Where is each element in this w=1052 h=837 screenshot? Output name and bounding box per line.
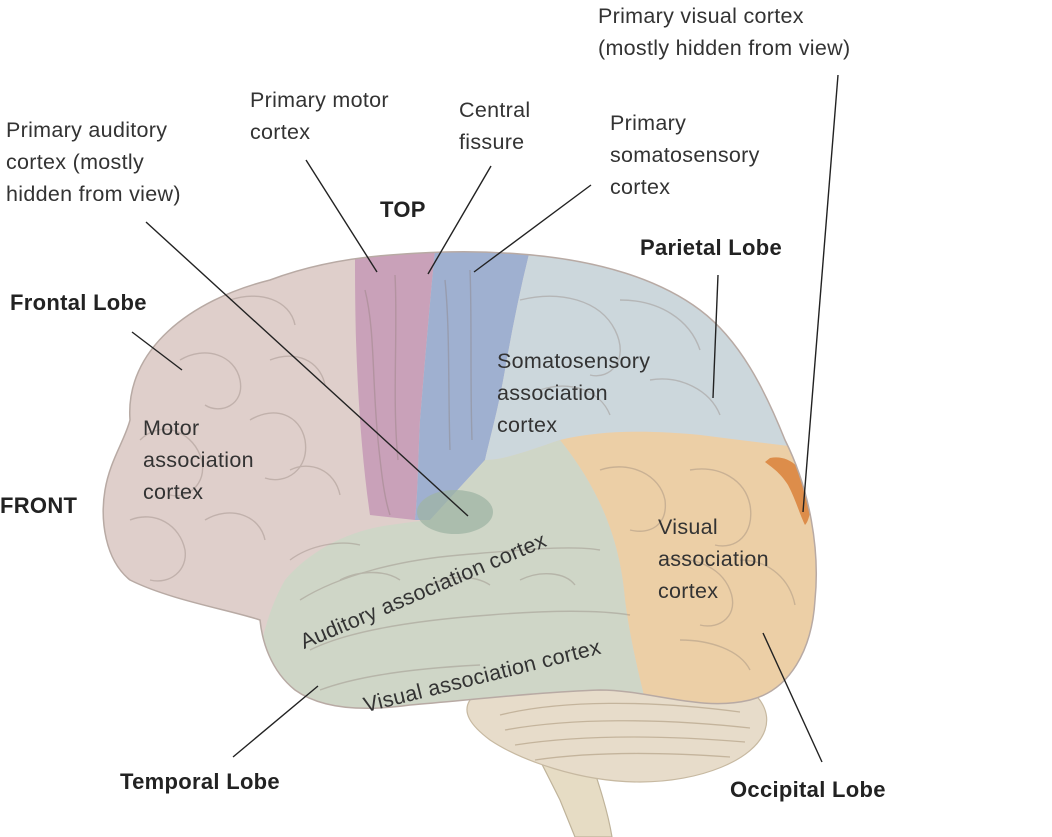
- label-primary-auditory-cortex: Primary auditory cortex (mostly hidden f…: [6, 118, 181, 206]
- label-primary-visual-cortex: Primary visual cortex (mostly hidden fro…: [598, 4, 851, 60]
- label-occipital-lobe: Occipital Lobe: [730, 777, 886, 802]
- label-temporal-lobe: Temporal Lobe: [120, 769, 280, 794]
- occipital-lobe-region: [560, 431, 817, 709]
- primary-auditory-cortex-region: [417, 490, 493, 534]
- label-primary-somatosensory-cortex: Primary somatosensory cortex: [610, 111, 760, 199]
- label-parietal-lobe: Parietal Lobe: [640, 235, 783, 260]
- leader-occipital-lobe: [762, 632, 823, 763]
- primary-motor-cortex-region: [355, 251, 435, 520]
- leader-primary-auditory-cortex: [145, 221, 469, 517]
- leader-primary-motor-cortex: [305, 159, 378, 273]
- label-front: FRONT: [0, 493, 78, 518]
- leader-parietal-lobe: [712, 274, 719, 399]
- leader-primary-visual-cortex: [802, 74, 839, 513]
- leader-central-fissure: [427, 165, 492, 275]
- label-visual-association-cortex-occipital: Visual association cortex: [658, 515, 769, 603]
- temporal-lobe-region: [250, 440, 650, 709]
- label-central-fissure: Central fissure: [459, 98, 531, 154]
- primary-somatosensory-cortex-region: [415, 251, 530, 520]
- label-somatosensory-association-cortex: Somatosensory association cortex: [497, 349, 651, 437]
- leader-temporal-lobe: [232, 685, 319, 758]
- leader-frontal-lobe: [131, 331, 183, 371]
- label-frontal-lobe: Frontal Lobe: [10, 290, 147, 315]
- label-primary-motor-cortex: Primary motor cortex: [250, 88, 389, 144]
- label-top: TOP: [380, 197, 426, 222]
- label-motor-association-cortex: Motor association cortex: [143, 416, 254, 504]
- leader-primary-somatosensory-cortex: [473, 184, 592, 273]
